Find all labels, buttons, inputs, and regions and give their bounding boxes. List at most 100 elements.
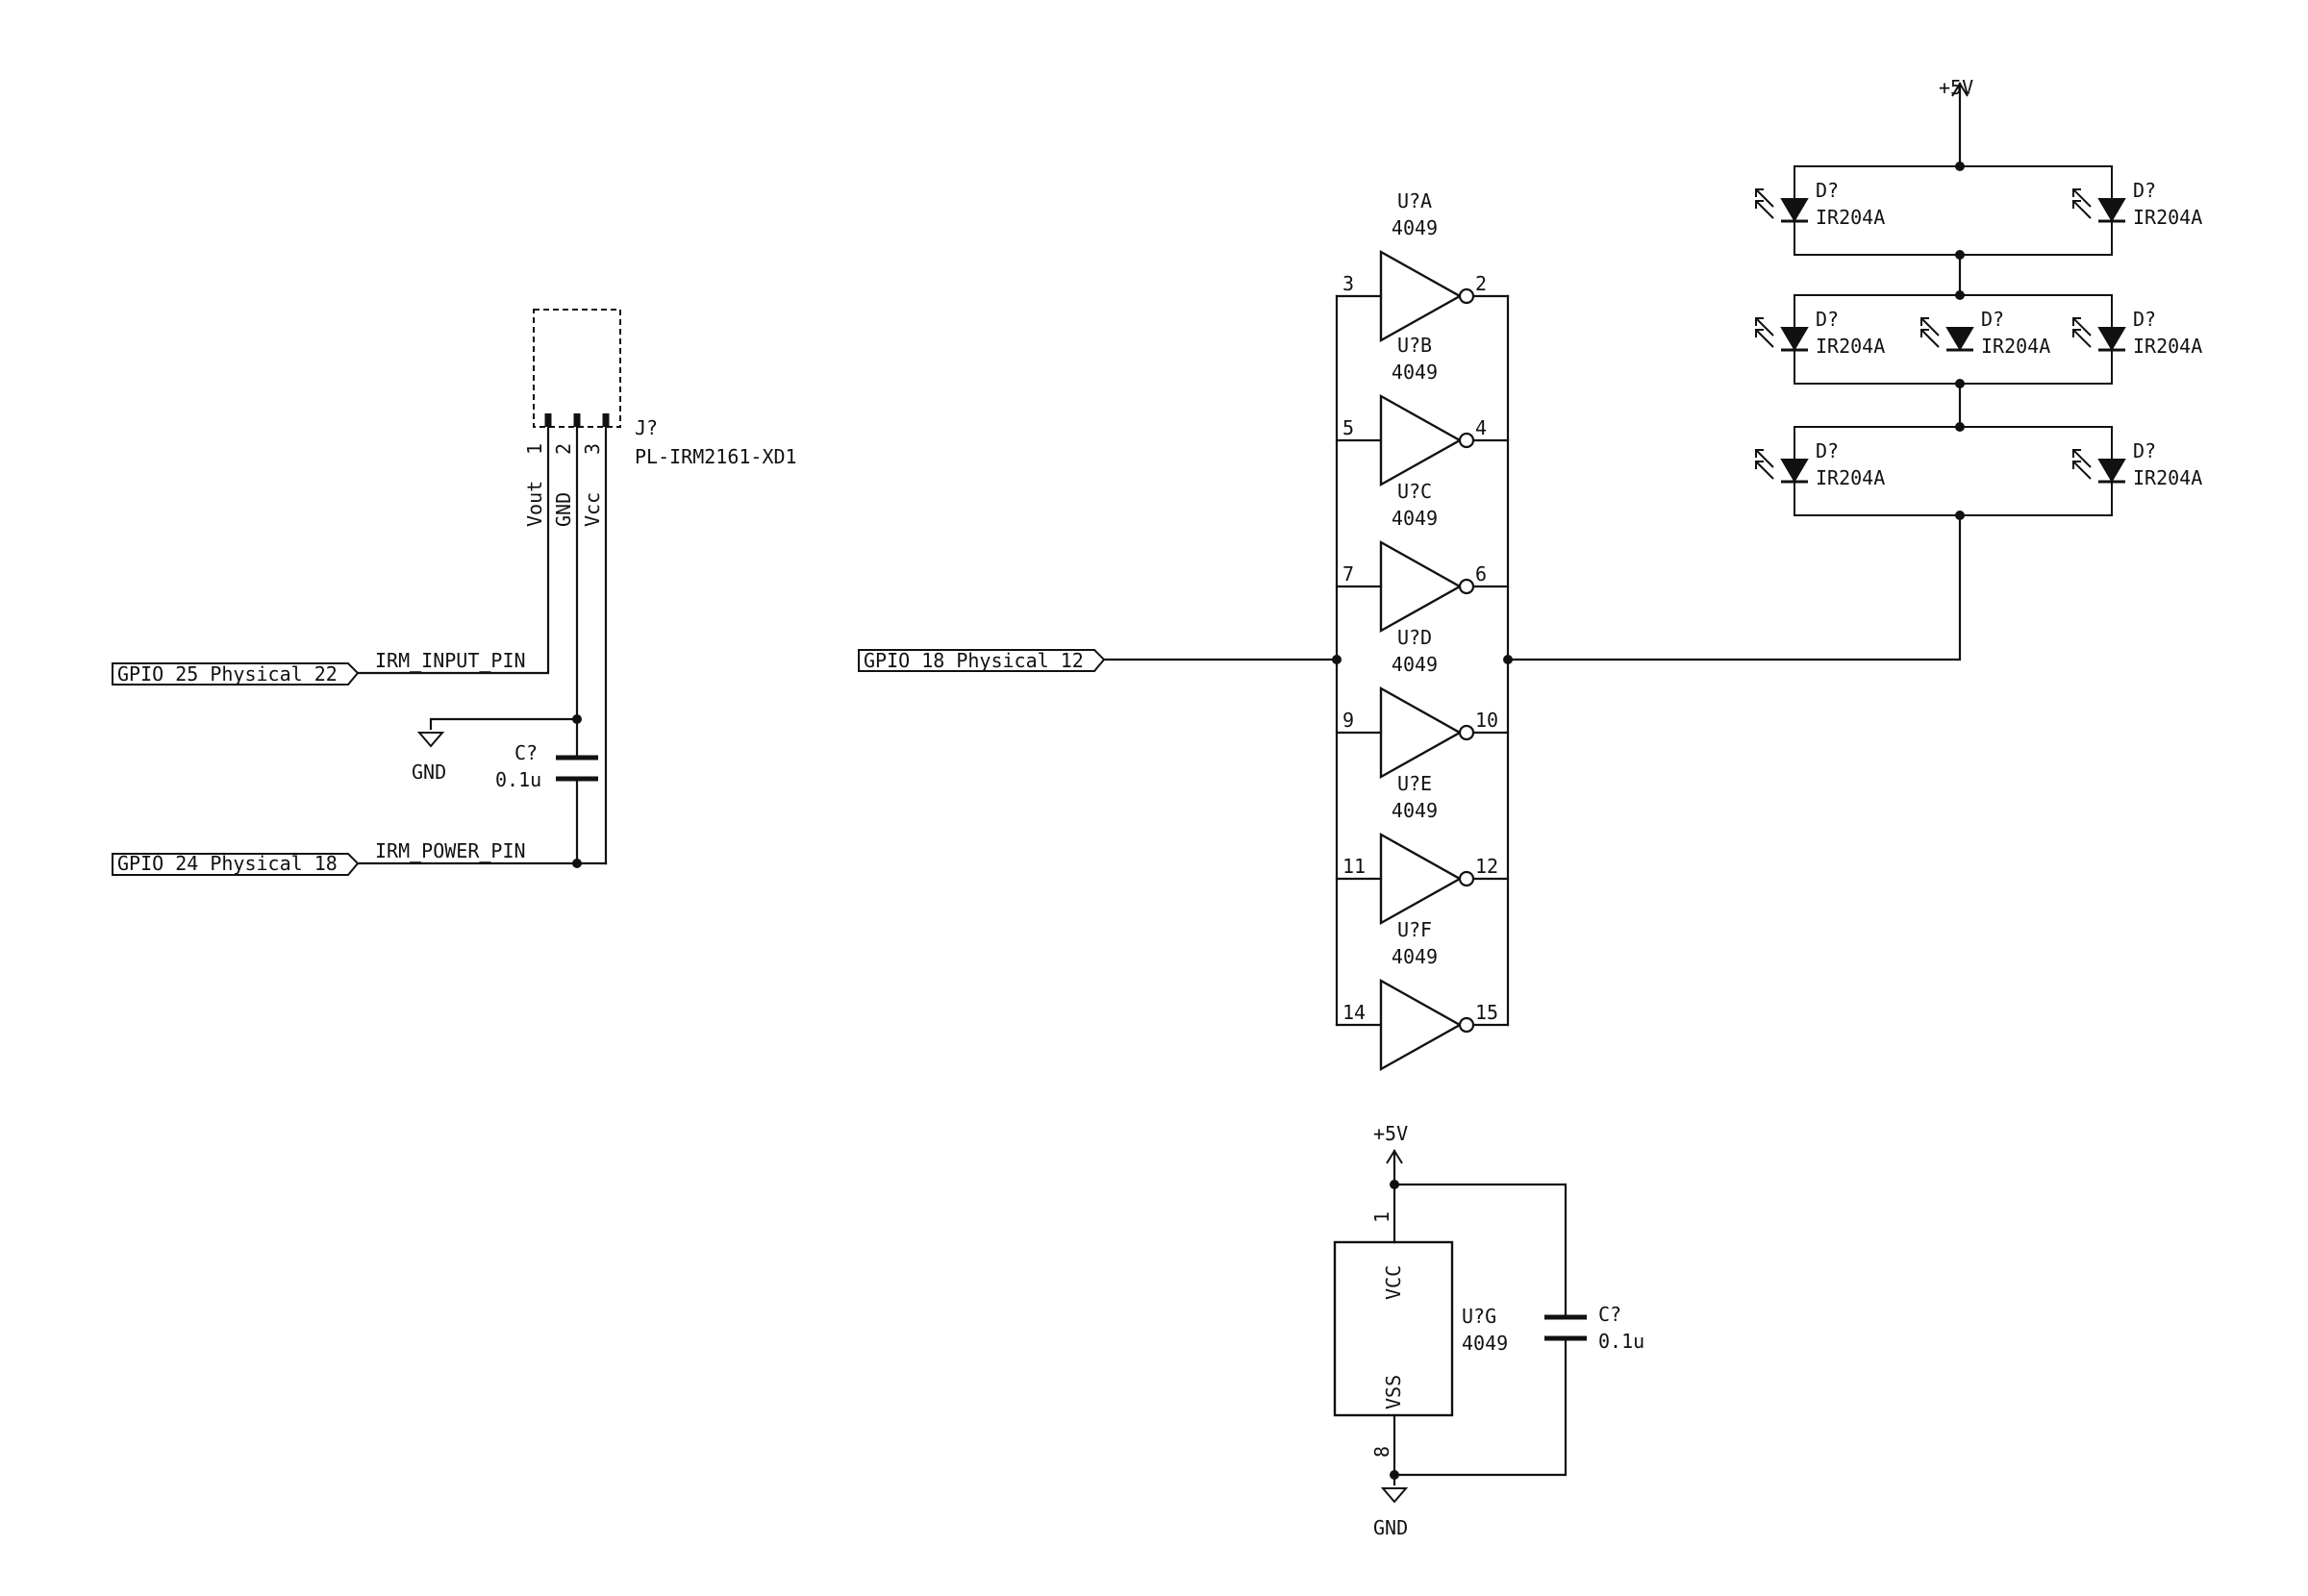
inverter-value: 4049 (1392, 653, 1438, 676)
ir-receiver-connector: J? PL-IRM2161-XD1 1 2 3 Vout GND Vcc (523, 309, 797, 527)
inverter-bubble (1458, 432, 1475, 449)
led-value: IR204A (2133, 466, 2202, 489)
power-unit-ug: +5V C? 0.1u VCC VSS 1 8 U?G 4049 GND (1333, 1122, 1644, 1539)
connector-pin-number-3: 3 (581, 443, 604, 455)
inverter-ref: U?D (1397, 626, 1432, 649)
junction-power-cap (572, 859, 582, 868)
ir-led-1: D? IR204A (1755, 179, 1885, 229)
inverter-bubble (1458, 870, 1475, 887)
inverter-bubble (1458, 724, 1475, 741)
connector-pin-name-vcc: Vcc (581, 492, 604, 527)
ir-led-5: D?IR204A (2072, 308, 2202, 358)
led-ref: D? (2133, 439, 2156, 462)
ir-led-4: D? IR204A (1920, 308, 2050, 358)
inverter-out-pin: 15 (1475, 1001, 1498, 1024)
led-value: IR204A (2133, 206, 2202, 229)
gnd-label-unit: GND (1373, 1516, 1408, 1539)
inverter-body (1379, 978, 1463, 1072)
unit-vcc-pin: 1 (1370, 1211, 1393, 1223)
junction-led-2b (1955, 379, 1965, 388)
junction-inv-input (1332, 655, 1342, 664)
led-ref: D? (1816, 439, 1839, 462)
connector-pin-name-gnd: GND (552, 492, 575, 527)
led-triangle (2097, 198, 2126, 222)
led-value: IR204A (1816, 466, 1885, 489)
inverter-ref: U?F (1397, 918, 1432, 941)
inverter-out-pin: 4 (1475, 416, 1487, 439)
unit-value: 4049 (1462, 1332, 1508, 1355)
led-value: IR204A (1816, 206, 1885, 229)
inverter-value: 4049 (1392, 361, 1438, 384)
led-array: +5V (1794, 76, 2113, 520)
inverter-in-pin: 3 (1342, 272, 1354, 295)
inverter-body (1379, 393, 1463, 487)
inverter-in-pin: 11 (1342, 855, 1366, 878)
inverter-in-pin: 9 (1342, 709, 1354, 732)
net-irm-power: IRM_POWER_PIN (375, 839, 526, 862)
label-gpio24: GPIO_24_Physical_18 (112, 852, 360, 876)
led-ref: D? (1981, 308, 2004, 331)
connector-pin-name-vout: Vout (523, 481, 546, 527)
ir-led-7: D? IR204A (2072, 439, 2202, 489)
cap1-value: 0.1u (495, 768, 541, 791)
inverter-value: 4049 (1392, 507, 1438, 530)
inverter-value: 4049 (1392, 945, 1438, 968)
inverter-bubble (1458, 1016, 1475, 1034)
inverter-ud: U?D 4049 9 10 (1335, 626, 1510, 780)
led-ref: D? (2133, 179, 2156, 202)
led-triangle (1780, 459, 1809, 483)
gpio18-text: GPIO_18_Physical_12 (864, 649, 1084, 672)
junction-led-3a (1955, 422, 1965, 432)
led-ref: D? (1816, 308, 1839, 331)
junction-led-2a (1955, 290, 1965, 300)
connector-outline (533, 309, 621, 428)
unit-vcc-name: VCC (1382, 1265, 1405, 1300)
cap2-value: 0.1u (1598, 1330, 1644, 1353)
inverter-ref: U?B (1397, 334, 1432, 357)
label-gpio25: GPIO_25_Physical_22 (112, 662, 360, 686)
gnd-label-receiver: GND (412, 761, 446, 784)
gpio25-text: GPIO_25_Physical_22 (117, 662, 338, 686)
connector-pin-number-1: 1 (523, 443, 546, 455)
led-value: IR204A (2133, 335, 2202, 358)
inverter-value: 4049 (1392, 799, 1438, 822)
cap1-ref: C? (514, 741, 538, 764)
inverter-out-pin: 10 (1475, 709, 1498, 732)
cap2-ref: C? (1598, 1303, 1621, 1326)
led-triangle (1780, 327, 1809, 351)
net-irm-input: IRM_INPUT_PIN (375, 649, 526, 672)
led-triangle (2097, 459, 2126, 483)
inverter-in-pin: 14 (1342, 1001, 1366, 1024)
inverter-out-pin: 12 (1475, 855, 1498, 878)
inverter-body (1379, 249, 1463, 343)
inverter-in-pin: 5 (1342, 416, 1354, 439)
gnd-symbol-receiver: GND (412, 732, 446, 784)
receiver-bypass-capacitor: C? 0.1u (495, 741, 598, 791)
inverter-body (1379, 832, 1463, 926)
inverter-in-pin: 7 (1342, 562, 1354, 586)
inverter-bubble (1458, 287, 1475, 305)
unit-vss-name: VSS (1382, 1375, 1405, 1409)
label-gpio18: GPIO_18_Physical_12 (858, 649, 1106, 672)
inverter-out-pin: 2 (1475, 272, 1487, 295)
vcc-label-leds: +5V (1939, 76, 1973, 99)
led-value: IR204A (1981, 335, 2050, 358)
led-triangle (1780, 198, 1809, 222)
gnd-symbol-unit (1380, 1487, 1409, 1504)
inverter-ub: U?B 4049 5 4 (1335, 334, 1510, 487)
junction-led-top (1955, 162, 1965, 171)
inverter-value: 4049 (1392, 216, 1438, 239)
led-value: IR204A (1816, 335, 1885, 358)
junction-led-1b (1955, 250, 1965, 260)
connector-value: PL-IRM2161-XD1 (635, 445, 797, 468)
led-ref: D? (1816, 179, 1839, 202)
connector-ref: J? (635, 416, 658, 439)
ir-led-2: D? IR204A (2072, 179, 2202, 229)
ir-led-6: D? IR204A (1755, 439, 1885, 489)
receiver-wires (356, 425, 608, 865)
